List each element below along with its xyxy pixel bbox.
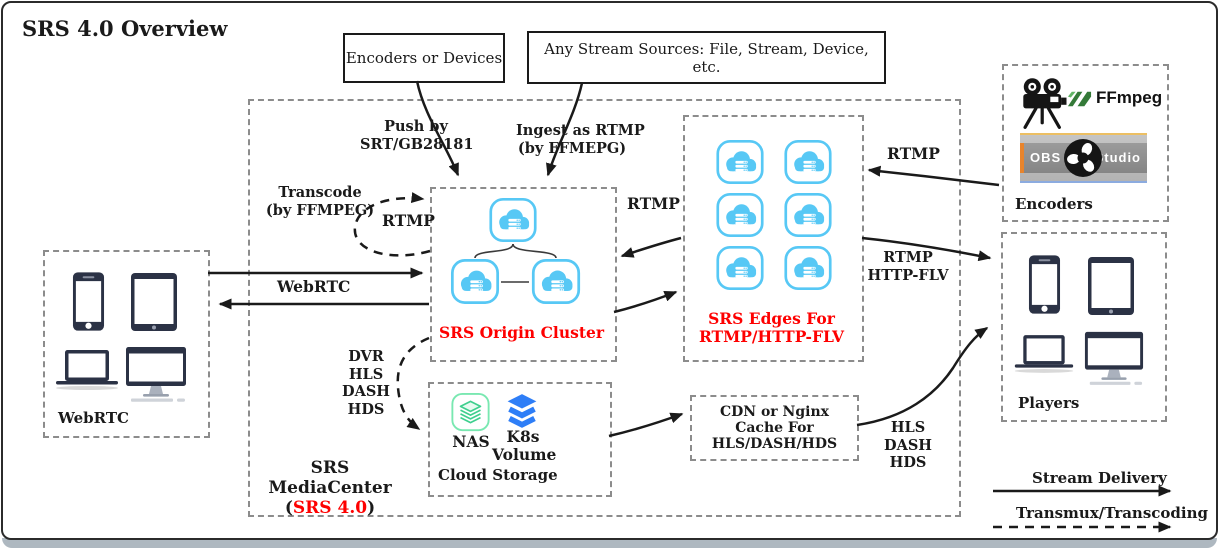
encoders-box-label: Encoders [1015, 195, 1093, 213]
rtmp-loop-label: RTMP [382, 211, 435, 230]
desktop-icon [1083, 330, 1145, 388]
cdn-box: CDN or Nginx Cache For HLS/DASH/HDS [690, 395, 859, 461]
movie-camera-icon [1016, 76, 1072, 130]
any-stream-sources-box: Any Stream Sources: File, Stream, Device… [527, 31, 886, 84]
mediacenter-name: SRS MediaCenter [268, 458, 392, 498]
mediacenter-box [248, 99, 961, 517]
dvr-hls-dash-hds-label: DVR HLS DASH HDS [342, 348, 390, 418]
legend-stream-delivery: Stream Delivery [1032, 469, 1167, 487]
rtmp-encoders-label: RTMP [887, 144, 940, 163]
webrtc-box-label: WebRTC [58, 409, 129, 427]
encoders-box [1002, 64, 1169, 222]
ffmpeg-icon [1066, 85, 1093, 112]
cloud-server-icon [782, 139, 834, 185]
obs-orange-bar [1020, 143, 1024, 173]
origin-cluster-box [430, 187, 617, 362]
phone-icon [72, 271, 105, 332]
cloud-storage-label: Cloud Storage [438, 466, 558, 484]
transcode-label: Transcode (by FFMPEG) [265, 184, 375, 219]
obs-studio-label: Studio [1094, 150, 1141, 165]
obs-bottom-line [1020, 181, 1147, 183]
nas-label: NAS [452, 432, 490, 451]
obs-studio-logo: OBS Studio [1020, 133, 1147, 183]
cloud-server-icon [530, 258, 582, 305]
k8s-volume-label: K8s Volume [492, 427, 557, 464]
mediacenter-version: (SRS 4.0) [284, 498, 376, 518]
ffmpeg-label: FFmpeg [1096, 88, 1163, 107]
origin-cluster-label: SRS Origin Cluster [438, 323, 605, 342]
tablet-icon [130, 272, 178, 332]
encoders-or-devices-label: Encoders or Devices [345, 49, 503, 67]
encoders-or-devices-box: Encoders or Devices [343, 33, 505, 83]
phone-icon [1028, 254, 1061, 315]
tablet-icon [1087, 256, 1135, 316]
cloud-server-icon [714, 192, 766, 238]
push-by-label: Push by SRT/GB28181 [360, 118, 474, 153]
players-box-label: Players [1018, 394, 1080, 412]
webrtc-box [43, 250, 210, 438]
players-box [1001, 232, 1167, 422]
cloud-server-icon [488, 197, 538, 243]
edges-label: SRS Edges For RTMP/HTTP-FLV [698, 309, 845, 346]
obs-top-line [1020, 133, 1147, 135]
cloud-server-icon [714, 245, 766, 291]
cloud-storage-box [428, 382, 612, 497]
obs-label: OBS [1030, 150, 1062, 165]
obs-circle-icon [1063, 138, 1103, 178]
window-bottom-edge [2, 538, 1217, 548]
rtmp-httpflv-label: RTMP HTTP-FLV [867, 249, 949, 284]
legend-transmux: Transmux/Transcoding [1016, 504, 1209, 522]
page-title: SRS 4.0 Overview [22, 16, 228, 41]
cloud-server-icon [714, 139, 766, 185]
cloud-server-icon [782, 245, 834, 291]
mediacenter-label: SRS MediaCenter (SRS 4.0) [250, 458, 410, 518]
cloud-server-icon [782, 192, 834, 238]
laptop-icon [53, 349, 121, 391]
any-stream-sources-label: Any Stream Sources: File, Stream, Device… [544, 39, 869, 76]
laptop-icon [1012, 334, 1076, 374]
cloud-server-icon [450, 258, 500, 305]
mediacenter-version-red: SRS 4.0 [292, 498, 368, 518]
ingest-label: Ingest as RTMP (by FFMEPG) [516, 122, 645, 157]
webrtc-flow-label: WebRTC [277, 277, 351, 296]
rtmp-mid-label: RTMP [627, 194, 680, 213]
k8s-volume-icon [502, 390, 542, 432]
desktop-icon [124, 346, 188, 404]
hls-dash-hds-label: HLS DASH HDS [884, 419, 932, 471]
nas-icon [449, 392, 492, 432]
